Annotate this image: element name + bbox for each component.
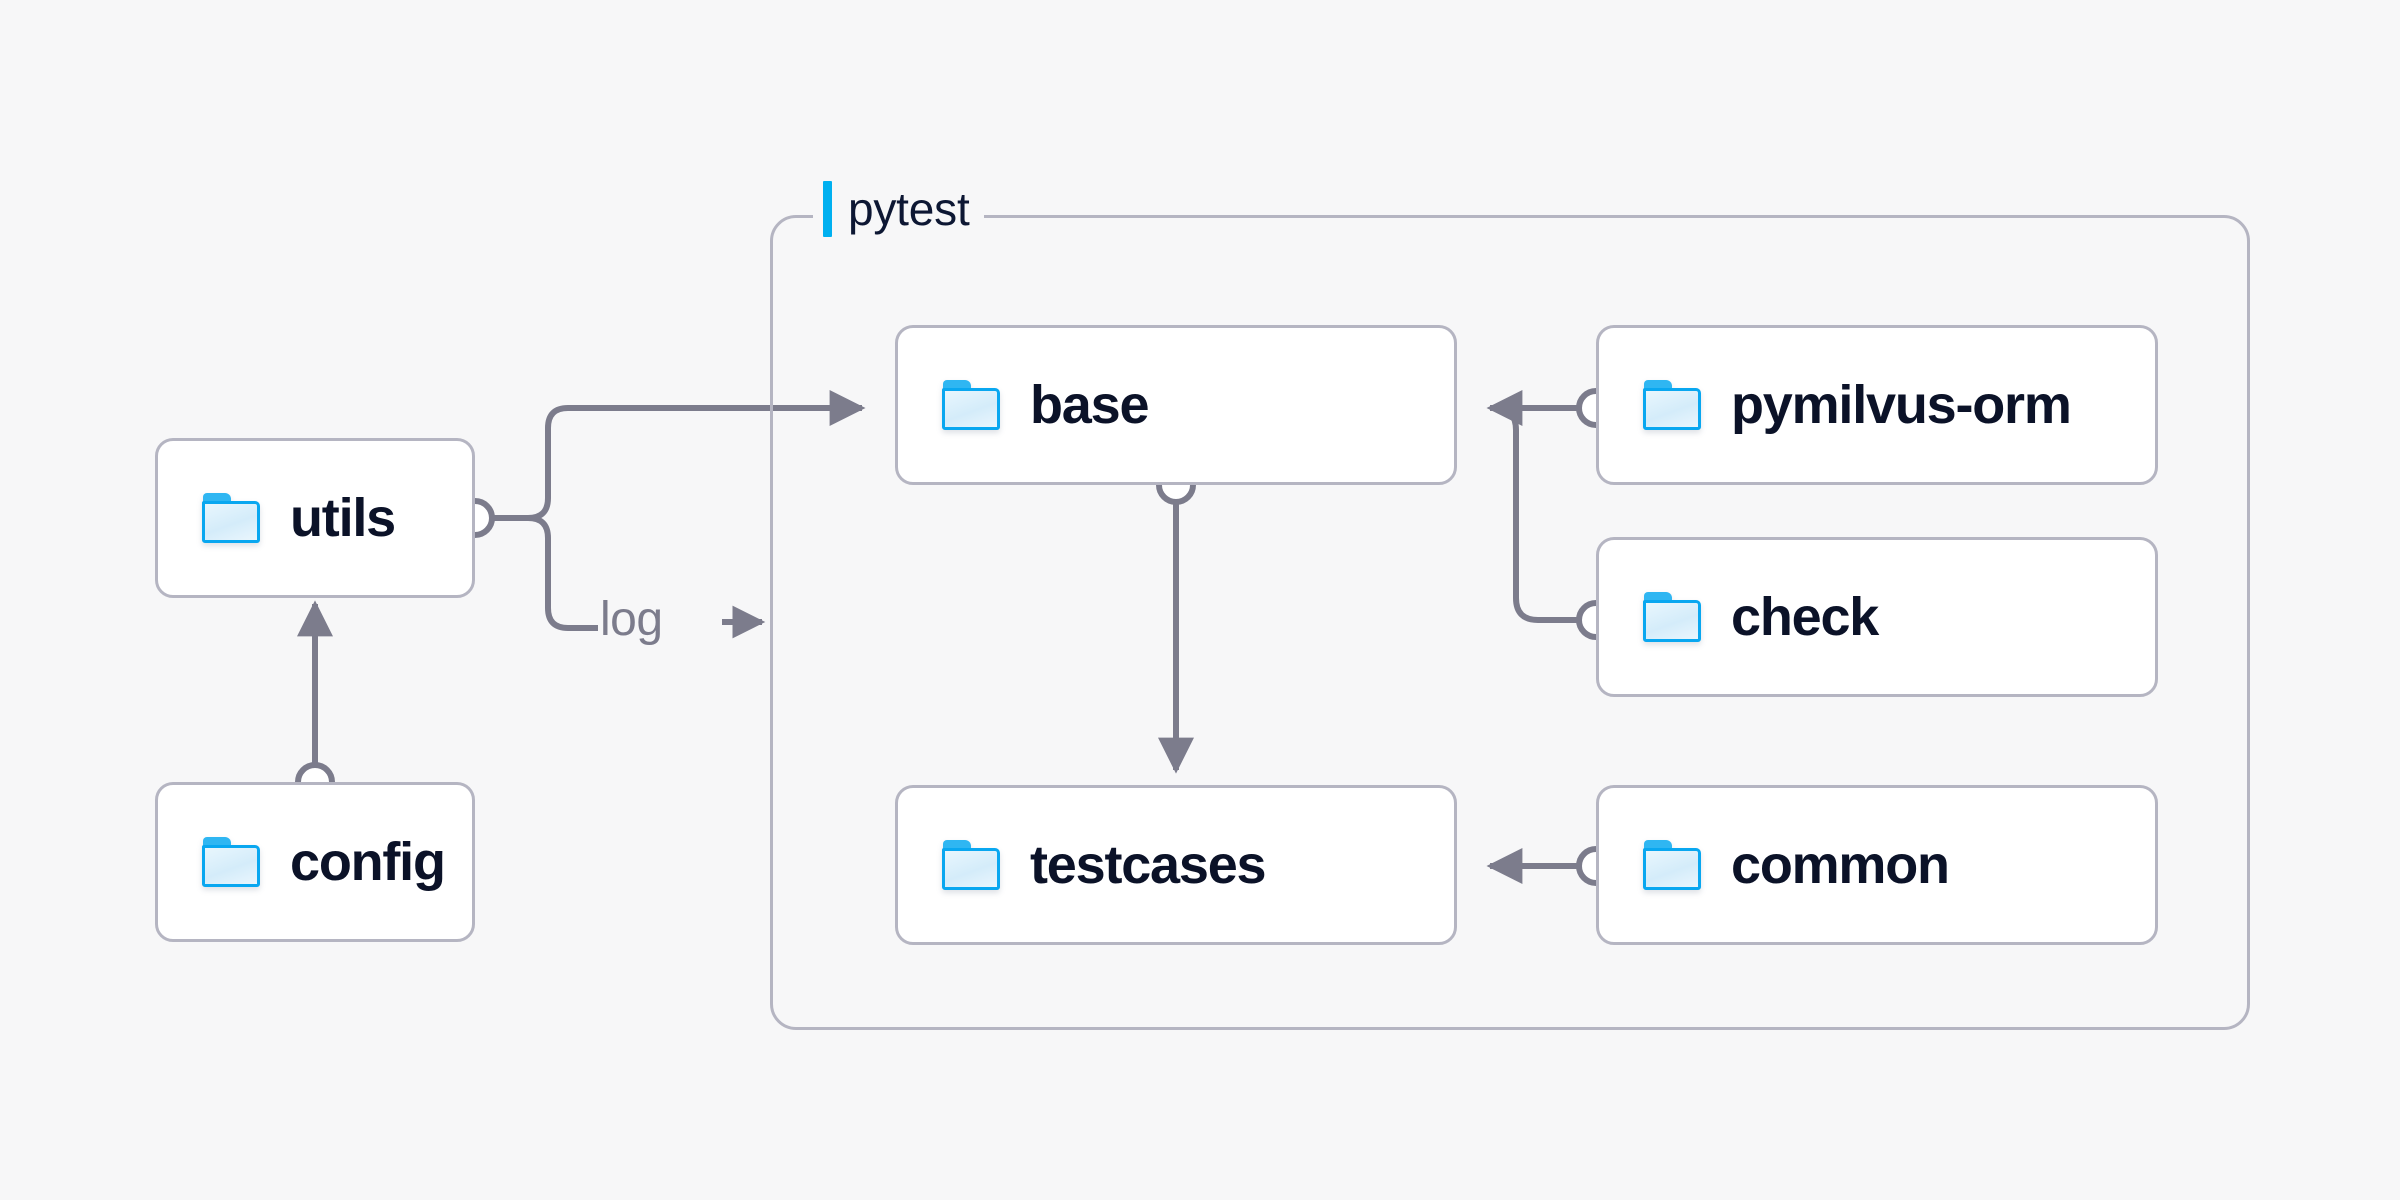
node-pymilvus-orm[interactable]: pymilvus-orm xyxy=(1596,325,2158,485)
node-utils[interactable]: utils xyxy=(155,438,475,598)
node-testcases[interactable]: testcases xyxy=(895,785,1457,945)
folder-icon xyxy=(1643,840,1701,890)
group-container-pytest xyxy=(770,215,2250,1030)
node-label-testcases: testcases xyxy=(1030,835,1267,895)
edge-label-log: log xyxy=(600,593,663,646)
accent-bar-icon xyxy=(823,181,832,237)
node-config[interactable]: config xyxy=(155,782,475,942)
folder-icon xyxy=(1643,592,1701,642)
folder-icon xyxy=(942,380,1000,430)
node-label-check: check xyxy=(1731,587,1879,647)
folder-icon xyxy=(202,837,260,887)
group-title: pytest xyxy=(848,183,970,235)
node-common[interactable]: common xyxy=(1596,785,2158,945)
edge-config-to-utils xyxy=(295,600,335,802)
node-label-common: common xyxy=(1731,835,1950,895)
node-label-pymilvus-orm: pymilvus-orm xyxy=(1731,375,2072,435)
group-label-pytest: pytest xyxy=(813,178,984,240)
folder-icon xyxy=(942,840,1000,890)
node-label-utils: utils xyxy=(290,488,396,548)
node-label-base: base xyxy=(1030,375,1149,435)
folder-icon xyxy=(202,493,260,543)
node-label-config: config xyxy=(290,832,446,892)
folder-icon xyxy=(1643,380,1701,430)
node-base[interactable]: base xyxy=(895,325,1457,485)
node-check[interactable]: check xyxy=(1596,537,2158,697)
